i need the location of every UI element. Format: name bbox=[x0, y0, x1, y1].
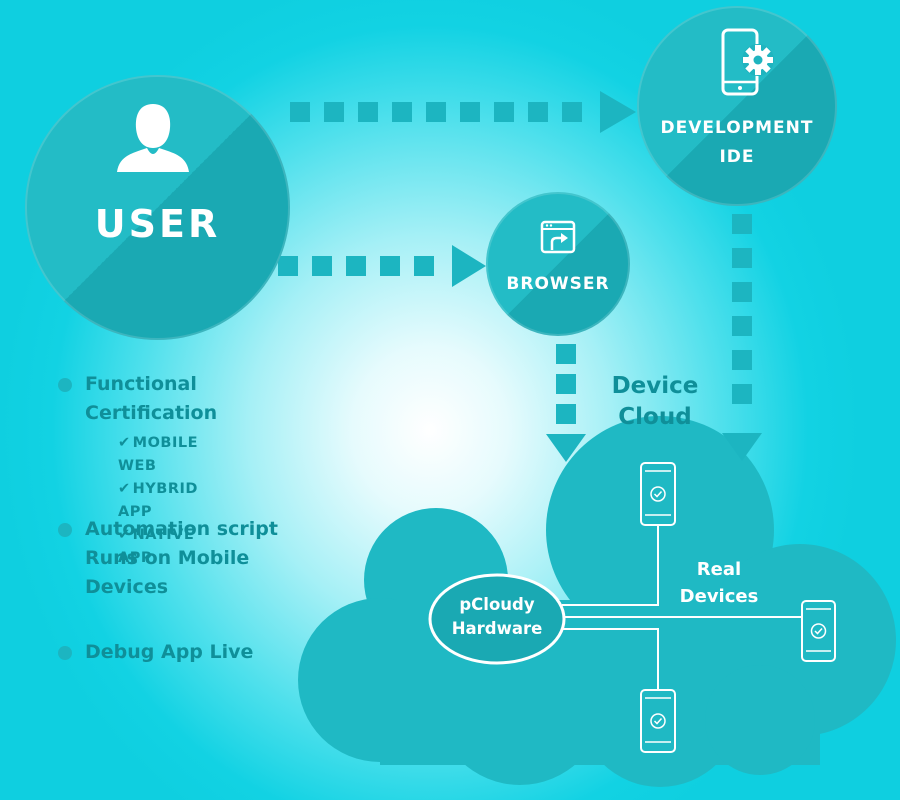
feature-text: Functional Certification bbox=[85, 373, 218, 424]
user-silhouette-icon bbox=[117, 104, 189, 172]
user-label: USER bbox=[94, 202, 221, 246]
device-connectors bbox=[562, 525, 802, 690]
smartphone-check-icon bbox=[640, 689, 676, 753]
arrow-user-to-ide bbox=[290, 91, 636, 133]
bullet-dot-icon bbox=[58, 646, 72, 660]
feature-subitems: ✔MOBILE WEB ✔HYBRID APP ✔NATIVE APP bbox=[118, 432, 217, 570]
device-cloud-title: Device Cloud bbox=[611, 373, 699, 430]
arrow-user-to-browser bbox=[278, 245, 486, 287]
list-item: Automation script Runs on Mobile Devices bbox=[58, 515, 278, 602]
subitem-text: MOBILE WEB bbox=[118, 435, 199, 474]
real-devices-label: Real Devices bbox=[679, 559, 759, 607]
bullet-dot-icon bbox=[58, 523, 72, 537]
feature-text: Automation script Runs on Mobile Devices bbox=[85, 518, 278, 598]
list-item: ✔HYBRID APP bbox=[118, 478, 217, 524]
browser-upload-icon bbox=[540, 220, 576, 254]
browser-label: BROWSER bbox=[506, 274, 610, 294]
arrow-browser-to-cloud bbox=[546, 344, 586, 462]
list-item: ✔NATIVE APP bbox=[118, 524, 217, 570]
subitem-text: HYBRID APP bbox=[118, 481, 198, 520]
user-node: USER bbox=[25, 75, 290, 340]
bullet-dot-icon bbox=[58, 378, 72, 392]
smartphone-check-icon bbox=[640, 462, 676, 526]
development-ide-label: DEVELOPMENT IDE bbox=[660, 118, 814, 167]
list-item: ✔MOBILE WEB bbox=[118, 432, 217, 478]
arrow-ide-to-cloud bbox=[722, 214, 762, 461]
subitem-text: NATIVE APP bbox=[118, 527, 195, 566]
browser-node: BROWSER bbox=[486, 192, 630, 336]
development-ide-node: DEVELOPMENT IDE bbox=[637, 6, 837, 206]
smartphone-check-icon bbox=[801, 600, 836, 662]
checkmark-icon: ✔ bbox=[118, 527, 131, 543]
list-item: Debug App Live bbox=[58, 638, 253, 667]
checkmark-icon: ✔ bbox=[118, 481, 131, 497]
phone-gear-icon bbox=[721, 28, 774, 96]
feature-text: Debug App Live bbox=[85, 641, 254, 663]
hardware-ellipse bbox=[428, 573, 566, 665]
pcloudy-hardware-label: pCloudy Hardware bbox=[451, 595, 543, 638]
checkmark-icon: ✔ bbox=[118, 435, 131, 451]
list-item: Functional Certification ✔MOBILE WEB ✔HY… bbox=[58, 370, 218, 566]
